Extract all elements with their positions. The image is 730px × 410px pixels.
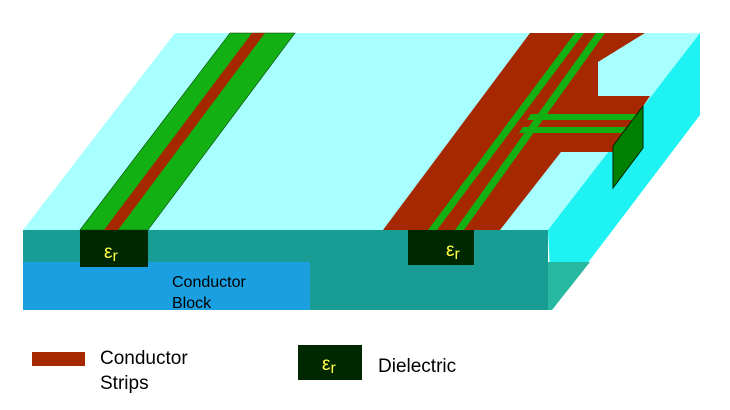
dielectric-box-left [80, 230, 148, 267]
conductor-block-label-line1: Conductor [172, 274, 246, 291]
branch-end-plate [612, 104, 644, 190]
conductor-block [23, 262, 310, 310]
dielectric-box-right [408, 230, 474, 265]
left-conductor-stripe [104, 33, 265, 230]
legend-conductor-label-line1: Conductor [100, 348, 188, 369]
right-conductor-strip [383, 33, 650, 230]
conductor-block-label-line2: Block [172, 295, 212, 312]
legend-conductor-swatch [32, 352, 85, 366]
legend-dielectric-label: Dielectric [378, 356, 456, 377]
legend-dielectric-swatch [298, 345, 362, 380]
epsilon-label-left: εr [104, 242, 118, 265]
right-green-slot-1 [428, 33, 584, 230]
legend-epsilon-label: εr [322, 354, 336, 377]
branch-green-slot-2 [519, 127, 626, 133]
legend-conductor-label-line2: Strips [100, 373, 149, 394]
branch-green-slot-1 [527, 114, 637, 120]
substrate-front-corner [548, 262, 590, 310]
epsilon-label-right: εr [446, 240, 460, 263]
